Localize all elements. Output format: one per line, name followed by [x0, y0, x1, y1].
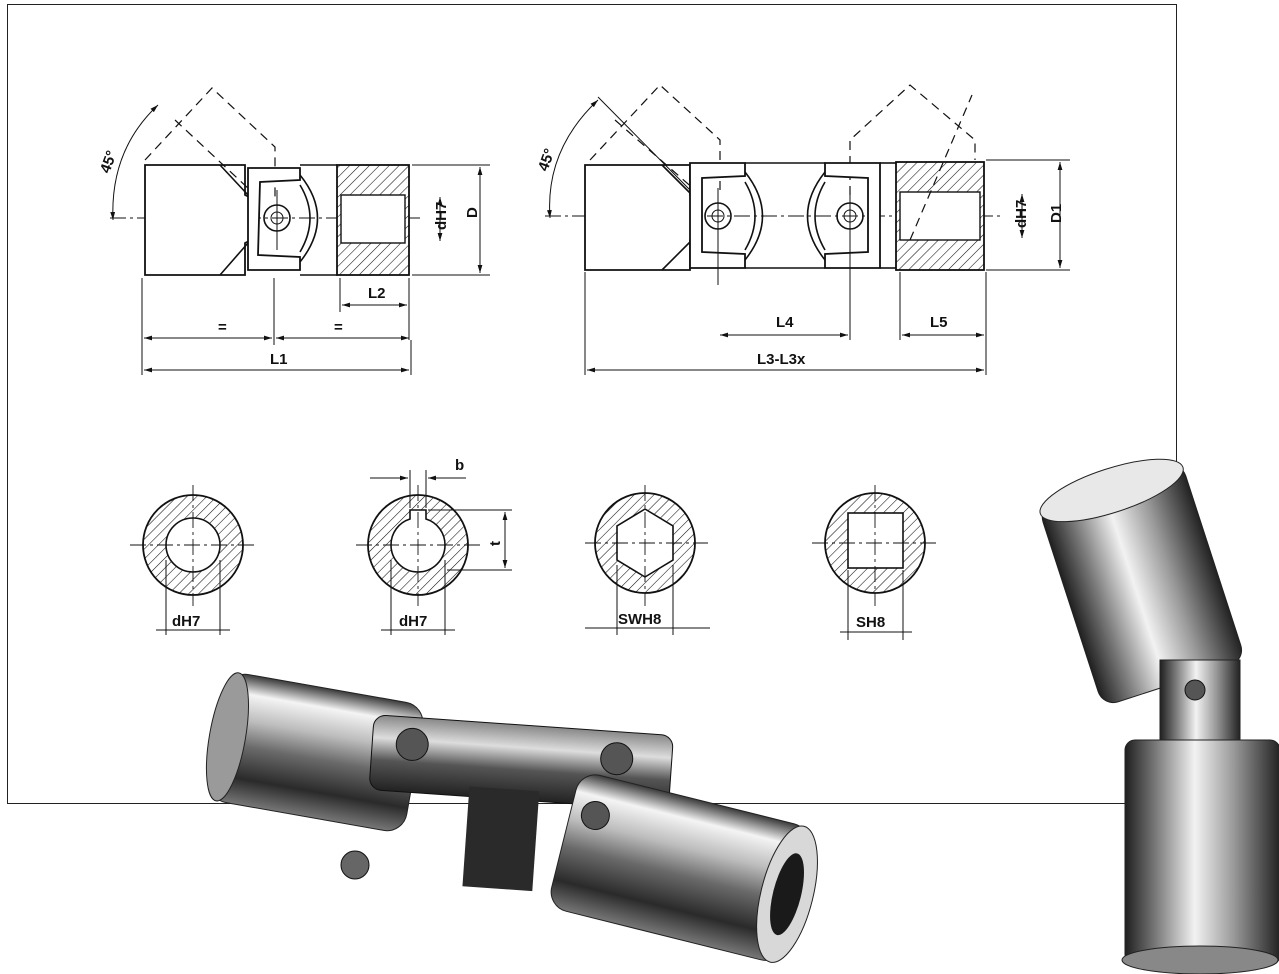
section-hex-bore: SWH8	[585, 485, 710, 635]
section-4-label: SH8	[856, 614, 885, 631]
single-dim-bore: dH7	[433, 202, 450, 230]
section-3-label: SWH8	[618, 611, 661, 628]
single-dim-bore-length: L2	[368, 285, 386, 302]
double-dim-center-distance: L4	[776, 314, 794, 331]
double-dim-bore-length: L5	[930, 314, 948, 331]
section-2-key-width: b	[455, 457, 464, 474]
double-joint-drawing: 45° D1 dH7 L4 L5 L3-L3x	[535, 84, 1070, 375]
single-dim-total-length: L1	[270, 351, 288, 368]
double-dim-total-length: L3-L3x	[757, 351, 806, 368]
double-angle-label: 45°	[535, 146, 559, 173]
section-1-label: dH7	[172, 613, 200, 630]
section-keyway-bore: b t dH7	[356, 457, 512, 635]
double-dim-outer: D1	[1048, 204, 1065, 223]
section-square-bore: SH8	[812, 485, 938, 640]
double-dim-bore: dH7	[1013, 200, 1030, 228]
single-joint-drawing: 45° D dH7 L2 = = L1	[97, 87, 490, 375]
universal-joint-photo-horizontal	[205, 672, 818, 963]
single-dim-half-right: =	[334, 319, 343, 336]
section-round-bore: dH7	[130, 485, 258, 635]
single-dim-outer: D	[464, 207, 481, 218]
single-dim-half-left: =	[218, 319, 227, 336]
section-2-label: dH7	[399, 613, 427, 630]
single-angle-label: 45°	[97, 148, 121, 175]
section-2-key-depth: t	[487, 541, 504, 546]
universal-joint-photo-vertical	[1039, 458, 1279, 974]
